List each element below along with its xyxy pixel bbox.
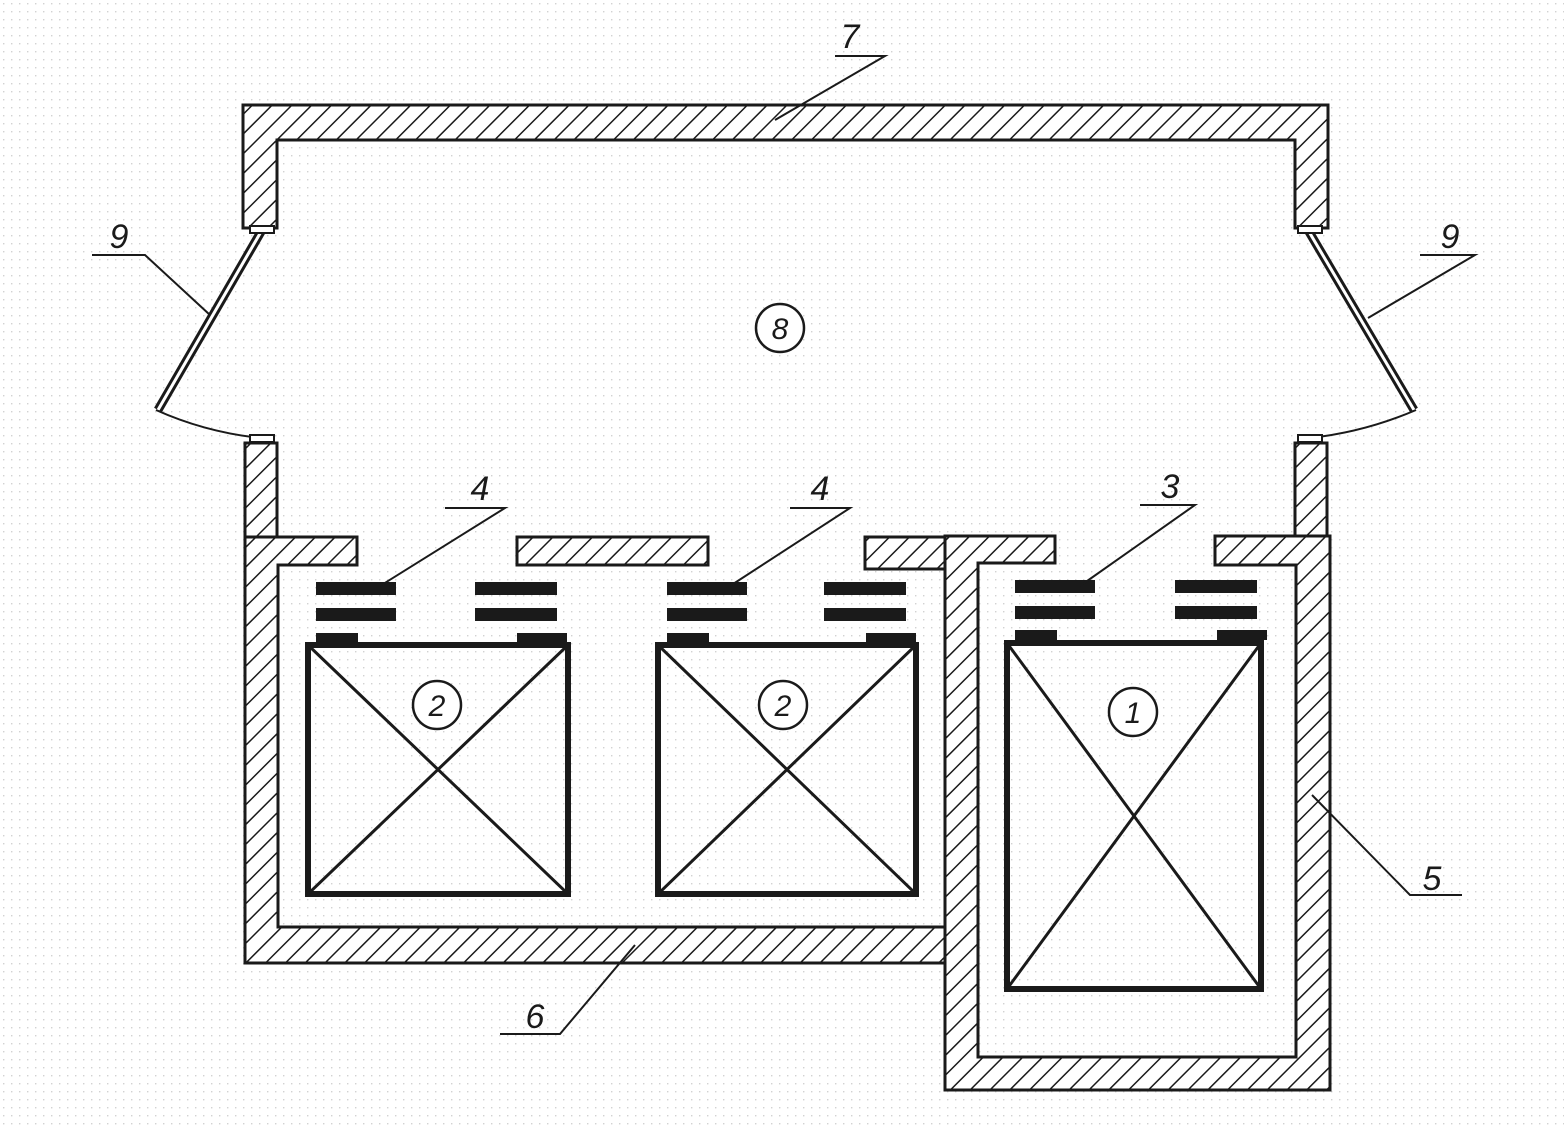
right-flap (1297, 225, 1418, 443)
left-module (305, 642, 571, 897)
marker-left-module: 2 (411, 679, 463, 731)
label-lid-right: 3 (1161, 468, 1180, 506)
right-enclosure (943, 534, 1332, 1092)
lid-bars (316, 580, 1267, 643)
svg-text:2: 2 (428, 690, 446, 723)
marker-middle-module: 2 (757, 679, 809, 731)
marker-upper-chamber: 8 (754, 302, 806, 354)
right-module (1004, 640, 1264, 992)
label-lid-middle: 4 (811, 470, 830, 508)
label-top-wall: 7 (841, 18, 861, 56)
label-right-flap: 9 (1441, 218, 1460, 256)
left-flap (154, 225, 275, 443)
left-enclosure (243, 535, 947, 965)
label-lid-left: 4 (471, 470, 490, 508)
svg-text:2: 2 (774, 690, 792, 723)
svg-text:1: 1 (1125, 697, 1142, 730)
leader-lines (92, 55, 1479, 1035)
svg-text:8: 8 (772, 313, 789, 346)
label-left-flap: 9 (110, 218, 129, 256)
label-right-enclosure: 5 (1423, 860, 1442, 898)
middle-module (655, 642, 919, 897)
marker-right-module: 1 (1107, 686, 1159, 738)
label-left-enclosure-floor: 6 (526, 998, 545, 1036)
